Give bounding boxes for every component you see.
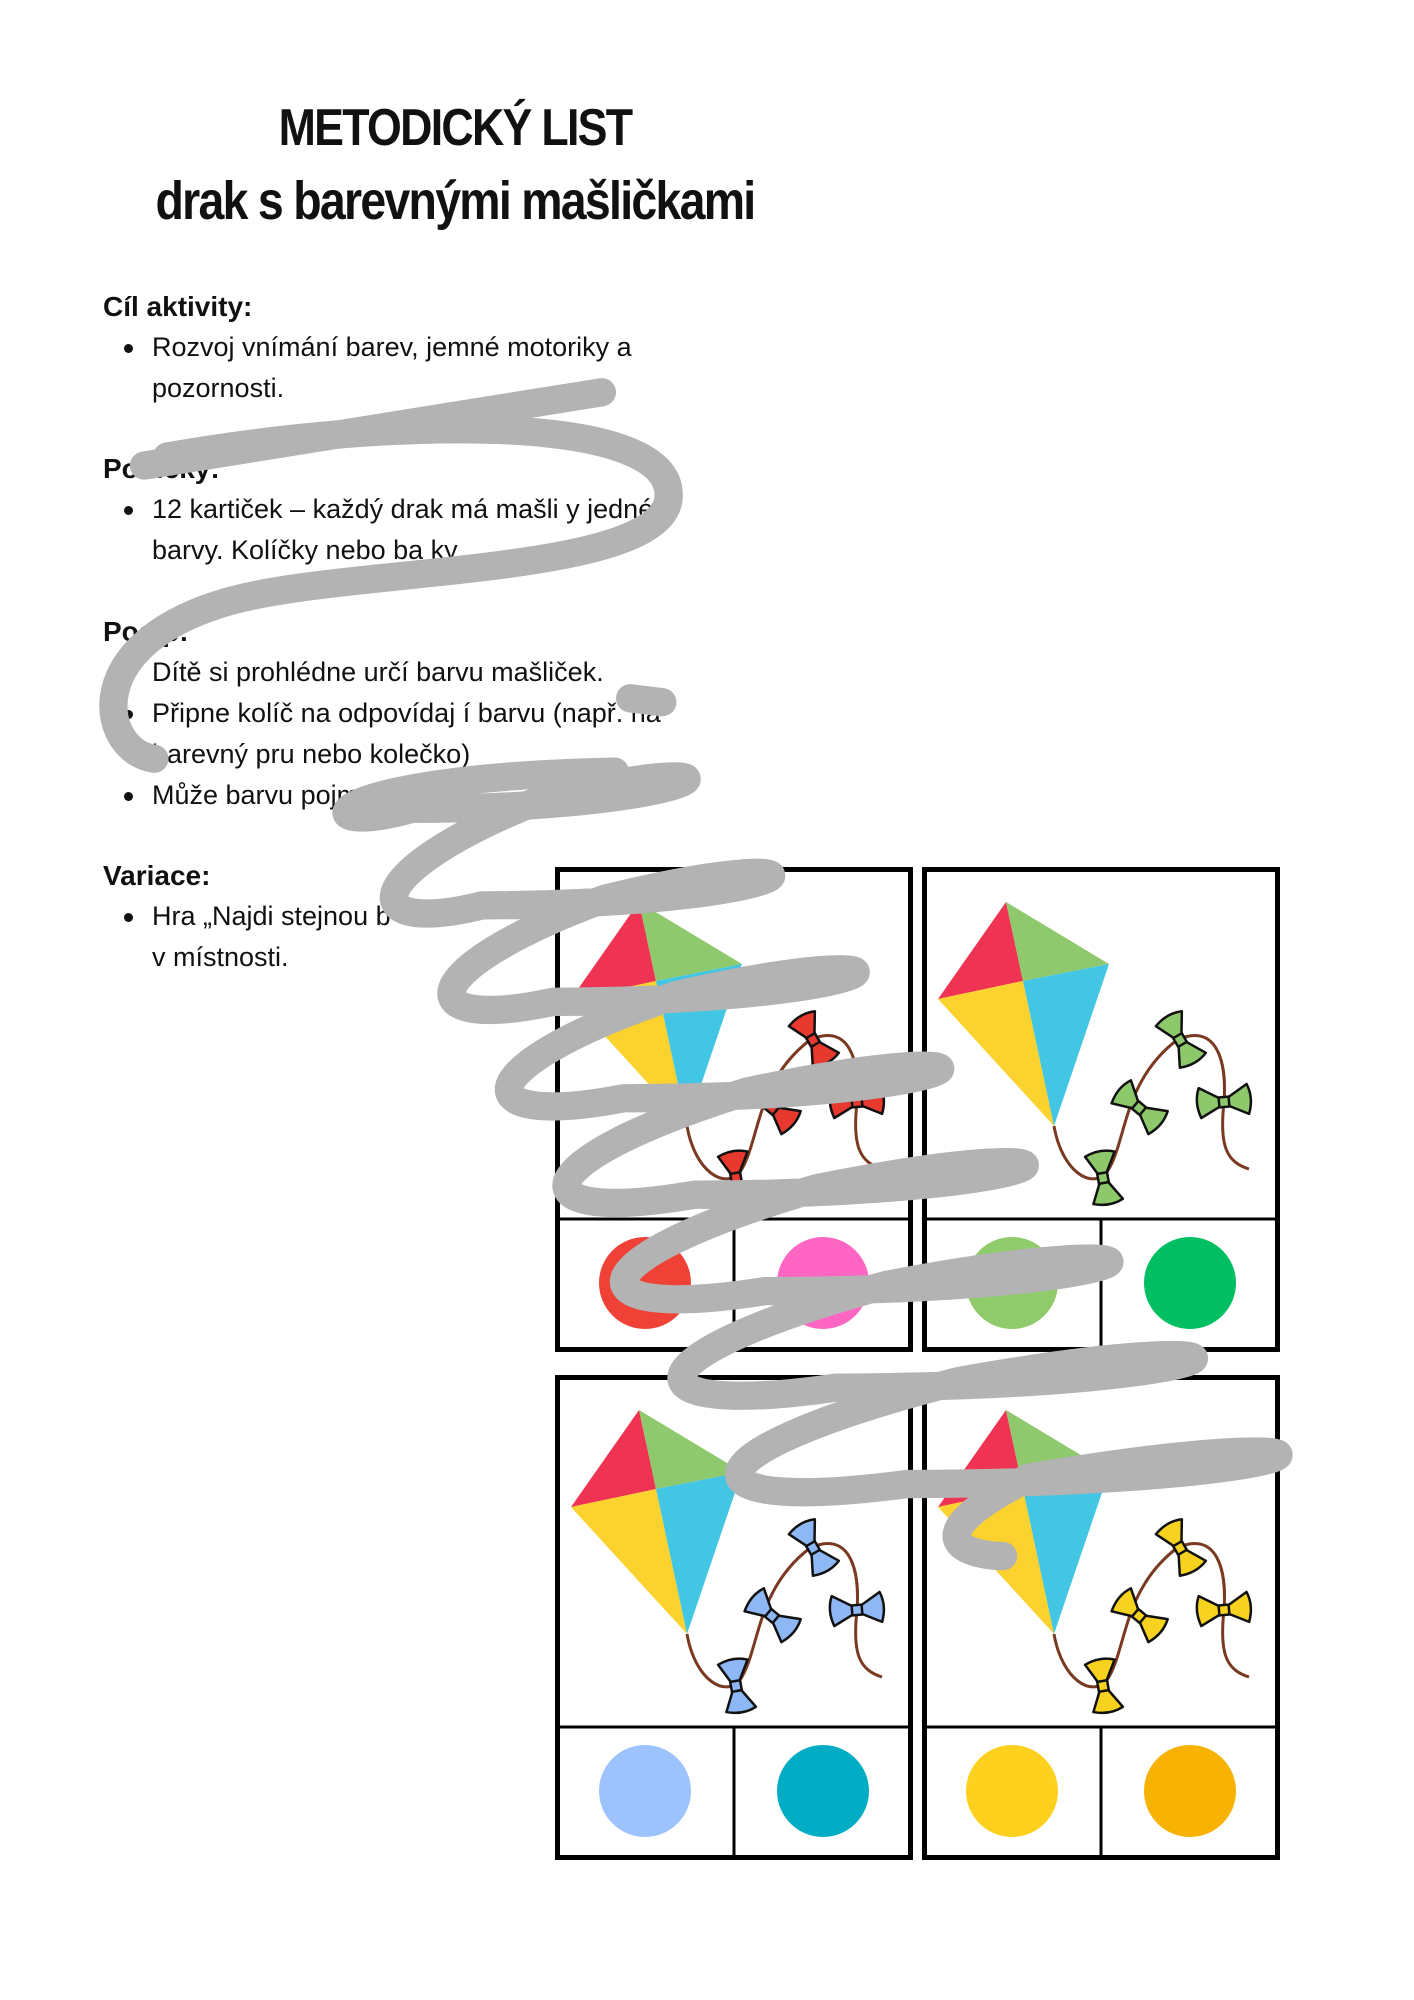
bow-knot	[1130, 1607, 1148, 1625]
list-item: pozornosti.	[152, 373, 285, 403]
kite-card	[922, 867, 1280, 1352]
bow-icon	[716, 1657, 758, 1715]
bow-icon	[1083, 1657, 1125, 1715]
section-heading: Po ůcky:	[103, 453, 220, 484]
bow-knot	[1217, 1603, 1231, 1617]
kite-card	[555, 867, 913, 1352]
bow-knot	[1095, 1678, 1111, 1694]
color-circle	[599, 1237, 691, 1329]
bow-knot	[1095, 1170, 1111, 1186]
bow-knot	[850, 1095, 864, 1109]
bow-icon	[743, 1587, 802, 1644]
color-circle	[1144, 1745, 1236, 1837]
color-circle	[599, 1745, 691, 1837]
bow-shape	[1083, 1657, 1125, 1715]
bow-shape	[1195, 1590, 1253, 1628]
color-circle	[777, 1237, 869, 1329]
bow-shape	[828, 1590, 886, 1628]
kite-illustration	[560, 1410, 908, 1855]
list-item: 12 kartiček – každý drak má mašli y jedn…	[124, 489, 863, 530]
section-goal: Cíl aktivity: Rozvoj vnímání barev, jemn…	[103, 286, 863, 409]
bow-shape	[716, 1657, 758, 1715]
kite-illustration	[560, 902, 908, 1347]
bow-knot	[850, 1603, 864, 1617]
section-materials: Po ůcky: 12 kartiček – každý drak má maš…	[103, 448, 863, 571]
color-circle	[1144, 1237, 1236, 1329]
bow-icon	[1195, 1590, 1253, 1628]
list-item: barevný pru nebo kolečko)	[152, 739, 471, 769]
kite-card	[555, 1375, 913, 1860]
page-title: METODICKÝ LIST	[278, 99, 633, 157]
section-heading: Pos p:	[103, 616, 189, 647]
list-item: Dítě si prohlédne určí barvu mašliček.	[152, 657, 604, 687]
bow-knot	[728, 1170, 744, 1186]
bow-icon	[1154, 1009, 1208, 1070]
bow-icon	[787, 1517, 841, 1578]
page-subtitle: drak s barevnými mašličkami	[155, 171, 757, 231]
bow-icon	[828, 1590, 886, 1628]
section-heading: Cíl aktivity:	[103, 291, 253, 322]
section-heading: Variace:	[103, 860, 211, 891]
list-item: Může barvu pojme nahlas.	[124, 775, 863, 816]
color-circle	[966, 1745, 1058, 1837]
kite-illustration	[927, 902, 1275, 1347]
section-procedure: Pos p: Dítě si prohlédne určí barvu mašl…	[103, 611, 863, 816]
bow-icon	[1110, 1587, 1169, 1644]
kite-card	[922, 1375, 1280, 1860]
bow-knot	[1217, 1095, 1231, 1109]
list-item: v místnosti.	[152, 942, 289, 972]
kite-illustration	[927, 1410, 1275, 1855]
bow-knot	[728, 1678, 744, 1694]
color-circle	[777, 1745, 869, 1837]
bow-icon	[1154, 1517, 1208, 1578]
list-item: Připne kolíč na odpovídaj í barvu (např.…	[124, 693, 863, 734]
bow-shape	[1110, 1587, 1169, 1644]
list-item: Rozvoj vnímání barev, jemné motoriky a	[124, 327, 863, 368]
bow-icon	[787, 1009, 841, 1070]
bow-knot	[763, 1607, 781, 1625]
bow-shape	[743, 1587, 802, 1644]
color-circle	[966, 1237, 1058, 1329]
list-item: barvy. Kolíčky nebo ba ky.	[152, 535, 464, 565]
